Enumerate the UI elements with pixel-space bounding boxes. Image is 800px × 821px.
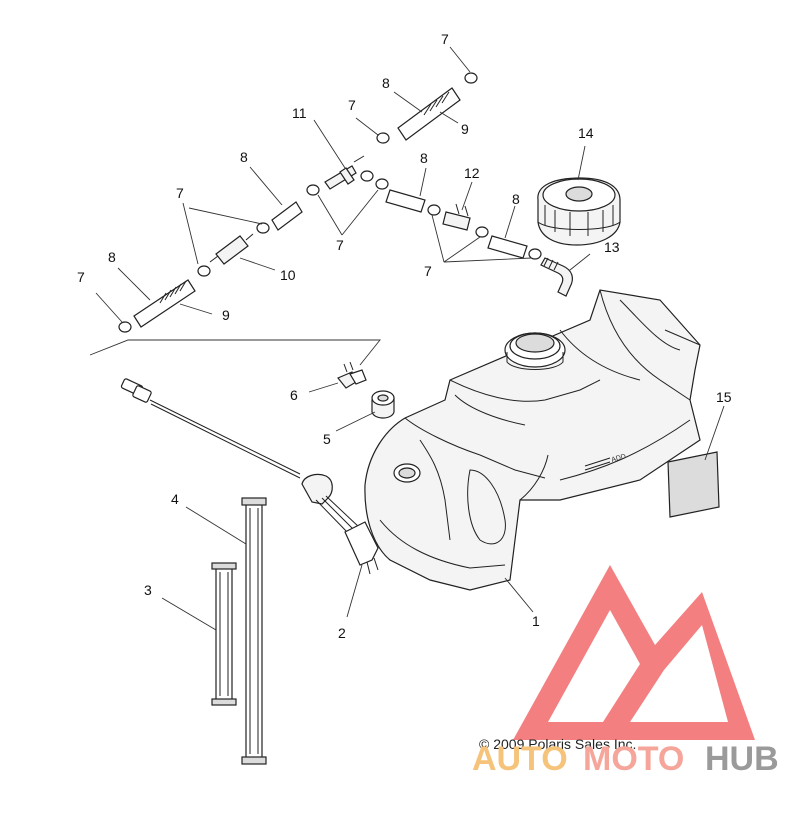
callout-9a: 9: [222, 307, 230, 323]
callout-2: 2: [338, 625, 346, 641]
vent-fitting: [337, 361, 367, 389]
callout-7d: 7: [348, 97, 356, 113]
copyright-text: © 2009 Polaris Sales Inc.: [479, 736, 636, 752]
clamp: [306, 184, 320, 196]
clamp: [376, 132, 390, 144]
hose-right: [487, 235, 528, 259]
callout-15: 15: [716, 389, 732, 405]
hose-top: [397, 87, 461, 141]
tank-strap-short: [211, 562, 237, 706]
callout-10: 10: [280, 267, 296, 283]
callout-9b: 9: [461, 121, 469, 137]
tank-strap-long: [241, 497, 267, 765]
fuel-sender: [120, 378, 379, 575]
callout-6: 6: [290, 387, 298, 403]
check-valve-right: [442, 203, 471, 231]
clamp: [375, 178, 389, 190]
clamp: [427, 204, 441, 216]
svg-text:ADD: ADD: [611, 453, 627, 464]
callout-3: 3: [144, 582, 152, 598]
callout-labels: 1 2 3 4 5 6 7 7 7 7 7 7 8 8 8 8 8 9 9 10…: [77, 31, 732, 641]
callout-11: 11: [292, 105, 307, 121]
callout-4: 4: [171, 491, 179, 507]
watermark-logo: [513, 565, 755, 740]
hose-left-upper: [271, 201, 303, 231]
watermark-auto: AUTO: [472, 740, 568, 778]
clamp: [360, 170, 374, 182]
hose-middle: [385, 189, 426, 213]
callout-7f: 7: [424, 263, 432, 279]
fuel-tank: ADD: [364, 289, 701, 591]
callout-7a: 7: [77, 269, 85, 285]
callout-12: 12: [464, 165, 480, 181]
callout-8e: 8: [512, 191, 520, 207]
clamp: [475, 226, 489, 238]
label-decal: [667, 451, 720, 518]
clamp: [528, 248, 542, 260]
callout-7b: 7: [176, 185, 184, 201]
watermark-triangle-icon: [513, 565, 755, 740]
callout-8d: 8: [420, 150, 428, 166]
callout-8a: 8: [108, 249, 116, 265]
clamp: [197, 265, 211, 277]
callout-14: 14: [578, 125, 594, 141]
tee-fitting: [324, 155, 365, 190]
callout-7e: 7: [441, 31, 449, 47]
watermark-hub: HUB: [705, 740, 779, 778]
clamp: [464, 72, 478, 84]
callout-1: 1: [532, 613, 540, 629]
check-valve-left: [209, 233, 254, 265]
elbow-fitting: [540, 257, 573, 297]
fuel-cap: [537, 177, 621, 246]
clamp: [118, 321, 132, 333]
leader-lines: [89, 46, 725, 631]
hose-left-lower: [133, 279, 196, 328]
callout-8b: 8: [240, 149, 248, 165]
clamp: [256, 222, 270, 234]
grommet: [371, 390, 395, 419]
callout-8c: 8: [382, 75, 390, 91]
callout-7c: 7: [336, 237, 344, 253]
callout-5: 5: [323, 431, 331, 447]
callout-13: 13: [604, 239, 620, 255]
watermark-moto: MOTO: [583, 740, 684, 778]
watermark-wordmark: AUTO MOTO HUB: [472, 740, 779, 778]
